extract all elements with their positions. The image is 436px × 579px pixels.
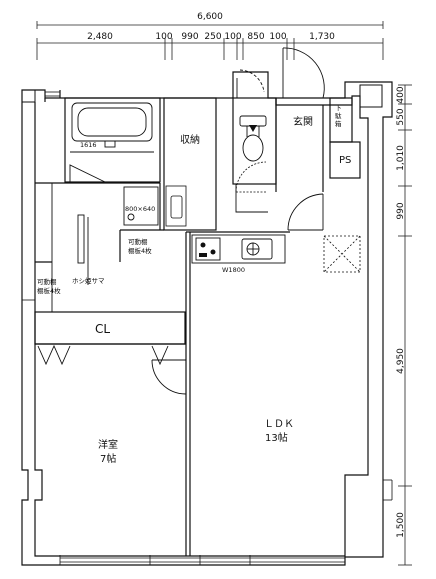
dim-right-3: 1,010 <box>396 145 406 171</box>
entrance-label: 玄関 <box>293 115 313 128</box>
shelf-left-label-2: 棚板4枚 <box>37 286 61 295</box>
shoe-cabinet-label-2: 駄 <box>335 111 342 120</box>
storage-label: 収納 <box>180 133 200 146</box>
toilet-fixture <box>235 115 268 213</box>
dim-seg-6: 850 <box>247 32 264 42</box>
room-door <box>151 359 187 395</box>
dim-right-4: 990 <box>396 202 406 219</box>
storage-shelf <box>165 185 187 227</box>
kitchen-counter <box>191 234 286 264</box>
dim-right-2: 550 <box>396 108 406 125</box>
closet-label: CL <box>95 322 110 336</box>
kitchen-width-label: W1800 <box>222 266 245 274</box>
dim-seg-7: 100 <box>269 32 286 42</box>
toilet-mark-icon <box>249 125 257 132</box>
wash-area <box>51 183 159 312</box>
dim-seg-8: 1,730 <box>309 32 335 42</box>
dim-seg-5: 100 <box>224 32 241 42</box>
dim-seg-2: 100 <box>155 32 172 42</box>
shoe-cabinet-label-3: 箱 <box>335 119 342 128</box>
total-width-label: 6,600 <box>197 12 223 22</box>
dim-seg-1: 2,480 <box>87 32 113 42</box>
shoe-cabinet-label-1: 下 <box>335 104 342 112</box>
washbasin-label: 800×640 <box>125 205 155 213</box>
pole-label: ホシ姫サマ <box>72 276 105 285</box>
shelf-wash-label-2: 棚板4枚 <box>128 246 152 255</box>
western-room-label: 洋室 <box>98 438 118 451</box>
ps-label: PS <box>339 155 351 166</box>
bath-size-label: 1616 <box>80 141 97 149</box>
right-wall-marks <box>22 299 393 501</box>
shelf-wash-label-1: 可動棚 <box>128 237 148 246</box>
shelf-left-label-1: 可動棚 <box>37 277 57 286</box>
dim-seg-4: 250 <box>204 32 221 42</box>
closet-doors <box>37 344 169 366</box>
toilet-door <box>235 161 267 193</box>
dimension-lines <box>36 21 412 566</box>
bottom-windows <box>59 555 346 565</box>
hall-door <box>287 193 324 231</box>
outer-walls <box>21 71 393 566</box>
ldk-size: 13帖 <box>265 431 288 444</box>
entrance-door <box>236 47 325 99</box>
dim-right-1: 400 <box>396 86 406 103</box>
interior-walls <box>34 97 361 556</box>
dim-seg-3: 990 <box>181 32 198 42</box>
dim-right-6: 1,500 <box>396 512 406 538</box>
bathtub <box>69 102 154 183</box>
top-window <box>45 91 60 97</box>
dim-right-5: 4,950 <box>396 348 406 374</box>
fridge-space <box>323 235 361 273</box>
western-room-size: 7帖 <box>100 452 116 465</box>
stove-icon <box>199 242 216 257</box>
ldk-label: ＬＤＫ <box>264 419 294 430</box>
columns <box>21 84 383 108</box>
